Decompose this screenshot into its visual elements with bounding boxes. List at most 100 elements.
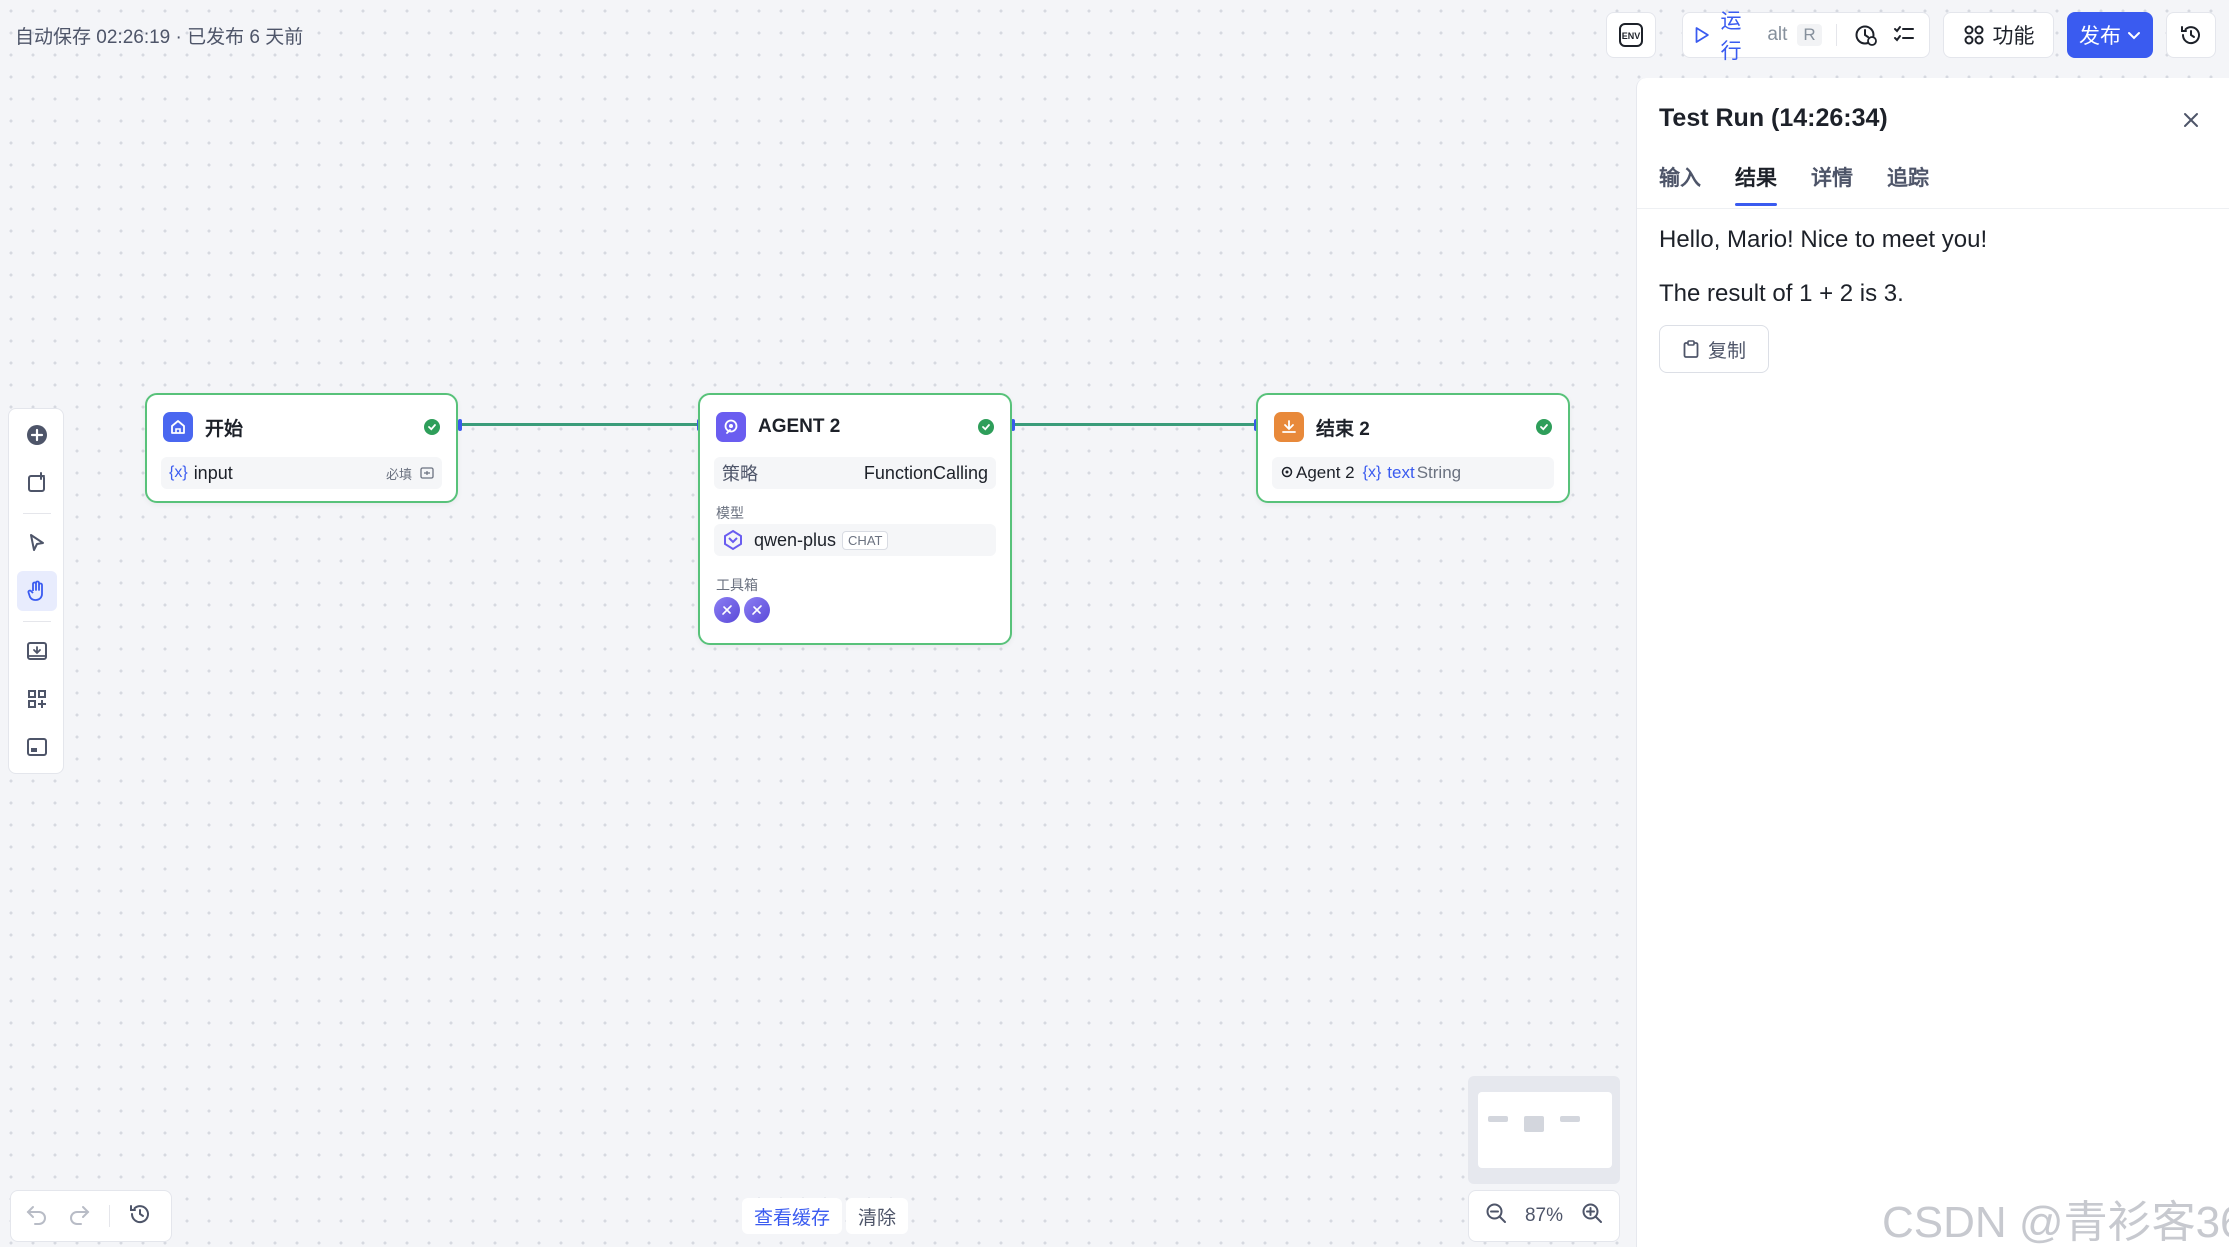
close-icon [2183, 112, 2199, 128]
undo-button[interactable] [25, 1202, 49, 1231]
zoom-controls: 87% [1468, 1190, 1620, 1242]
agent-node[interactable]: AGENT 2 策略 FunctionCalling 模型 qwen-plus … [698, 393, 1012, 645]
end-output-var-row[interactable]: Agent 2 {x} text String [1272, 457, 1554, 489]
tabs-divider [1637, 208, 2229, 209]
strategy-value: FunctionCalling [864, 463, 988, 484]
env-button[interactable]: ENV [1606, 12, 1656, 58]
start-node[interactable]: 开始 {x} input 必填 [145, 393, 458, 503]
chevron-down-icon [2127, 28, 2141, 42]
redo-icon [67, 1202, 91, 1226]
zoom-in-icon [1581, 1202, 1603, 1224]
minimap-node [1560, 1116, 1580, 1122]
strategy-label: 策略 [722, 460, 758, 486]
tool-rail [8, 408, 64, 774]
features-label: 功能 [1993, 20, 2035, 50]
model-label: 模型 [716, 503, 744, 523]
tab-trace[interactable]: 追踪 [1887, 162, 1929, 206]
cursor-icon [26, 532, 48, 554]
panel-tabs: 输入 结果 详情 追踪 [1659, 162, 1929, 206]
tab-input[interactable]: 输入 [1659, 162, 1701, 206]
test-run-panel: Test Run (14:26:34) 输入 结果 详情 追踪 Hello, M… [1636, 78, 2229, 1247]
toolbox-list [714, 597, 774, 623]
model-name: qwen-plus [754, 530, 836, 551]
clipboard-icon [1682, 339, 1700, 359]
version-history-button[interactable] [2166, 12, 2216, 58]
tab-details[interactable]: 详情 [1811, 162, 1853, 206]
pointer-mode-button[interactable] [17, 523, 57, 563]
result-line: The result of 1 + 2 is 3. [1659, 280, 1904, 308]
end-var-type: String [1417, 463, 1461, 483]
edge-start-agent [460, 423, 698, 426]
model-tag: CHAT [842, 531, 888, 550]
add-note-button[interactable] [17, 463, 57, 503]
close-button[interactable] [2179, 108, 2203, 132]
tool-icon[interactable] [714, 597, 740, 623]
image-download-icon [25, 639, 49, 663]
run-history-button[interactable] [1851, 19, 1881, 51]
toolbox-label: 工具箱 [716, 575, 758, 595]
organize-layout-button[interactable] [17, 679, 57, 719]
check-circle-icon [424, 419, 440, 435]
rail-divider [23, 513, 51, 514]
undo-redo-bar [10, 1190, 172, 1242]
minimap-viewport [1478, 1092, 1612, 1168]
toolbar-divider [1836, 24, 1837, 46]
minimap-toggle-button[interactable] [17, 727, 57, 767]
copy-button[interactable]: 复制 [1659, 325, 1769, 373]
export-image-button[interactable] [17, 631, 57, 671]
add-node-button[interactable] [17, 415, 57, 455]
run-button[interactable]: 运行 alt R [1693, 5, 1822, 65]
end-node-header: 结束 2 [1274, 411, 1552, 443]
zoom-out-icon [1485, 1202, 1507, 1224]
end-source-node: Agent 2 [1296, 463, 1355, 483]
end-node[interactable]: 结束 2 Agent 2 {x} text String [1256, 393, 1570, 503]
agent-strategy-row: 策略 FunctionCalling [714, 457, 996, 489]
clear-cache-button[interactable]: 清除 [846, 1198, 908, 1234]
run-toolbar: 运行 alt R [1682, 12, 1930, 58]
end-var-name: text [1387, 463, 1414, 483]
run-label: 运行 [1721, 5, 1758, 65]
check-circle-icon [978, 419, 994, 435]
required-badge: 必填 [386, 464, 434, 483]
autosave-status: 自动保存 02:26:19 · 已发布 6 天前 [15, 22, 303, 49]
text-field-icon [420, 466, 434, 480]
agent-node-title: AGENT 2 [758, 416, 978, 438]
start-input-var-row[interactable]: {x} input 必填 [161, 457, 442, 489]
zoom-in-button[interactable] [1581, 1202, 1603, 1230]
variable-icon: {x} [1363, 464, 1382, 482]
minimap[interactable] [1468, 1076, 1620, 1184]
start-var-name: input [194, 463, 233, 484]
variable-icon: {x} [169, 464, 188, 482]
features-button[interactable]: 功能 [1943, 12, 2054, 58]
tab-result[interactable]: 结果 [1735, 162, 1777, 206]
minimap-node [1524, 1116, 1544, 1132]
panel-title: Test Run (14:26:34) [1659, 104, 1888, 133]
watermark: CSDN @青衫客36 [1882, 1186, 2229, 1247]
start-node-title: 开始 [205, 414, 424, 441]
zoom-out-button[interactable] [1485, 1202, 1507, 1230]
undo-icon [25, 1202, 49, 1226]
undo-divider [109, 1205, 110, 1227]
hand-mode-button[interactable] [17, 571, 57, 611]
change-history-button[interactable] [128, 1202, 152, 1231]
tool-icon[interactable] [744, 597, 770, 623]
end-icon [1274, 412, 1304, 442]
redo-button[interactable] [67, 1202, 91, 1231]
env-icon: ENV [1618, 22, 1644, 48]
run-shortcut-mod: alt [1767, 24, 1787, 46]
qwen-logo-icon [722, 529, 744, 551]
grid-icon [26, 688, 48, 710]
svg-text:ENV: ENV [1622, 31, 1641, 41]
checklist-button[interactable] [1889, 19, 1919, 51]
hand-icon [25, 579, 49, 603]
zoom-level: 87% [1525, 1205, 1563, 1227]
view-cache-button[interactable]: 查看缓存 [742, 1198, 842, 1234]
history-icon [128, 1202, 152, 1226]
history-icon [2179, 23, 2203, 47]
start-output-port[interactable] [458, 419, 462, 431]
clock-run-icon [1854, 23, 1878, 47]
agent-model-row[interactable]: qwen-plus CHAT [714, 524, 996, 556]
publish-button[interactable]: 发布 [2067, 12, 2153, 58]
edge-agent-end [1013, 423, 1257, 426]
minimap-icon [26, 736, 48, 758]
